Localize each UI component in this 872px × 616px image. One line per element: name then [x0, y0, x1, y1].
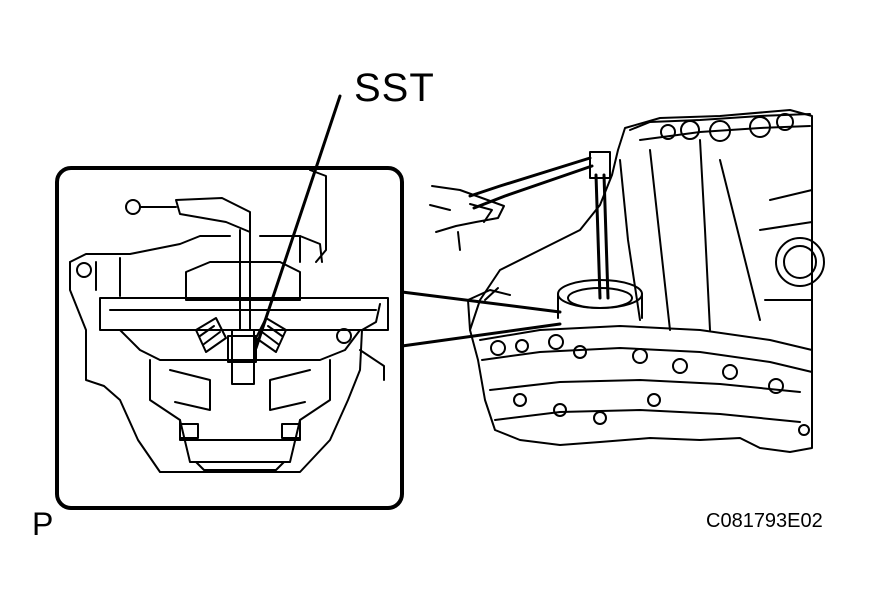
transaxle-housing [467, 109, 825, 453]
dial-gauge-tool [429, 151, 611, 300]
figure-code: C081793E02 [706, 510, 823, 532]
inset-frame [55, 166, 404, 510]
sst-callout-label: SST [354, 66, 435, 110]
differential-cutaway [69, 169, 389, 473]
view-mark: P [32, 506, 54, 542]
inset-connector [400, 290, 562, 348]
sst-leader-line [254, 94, 342, 350]
